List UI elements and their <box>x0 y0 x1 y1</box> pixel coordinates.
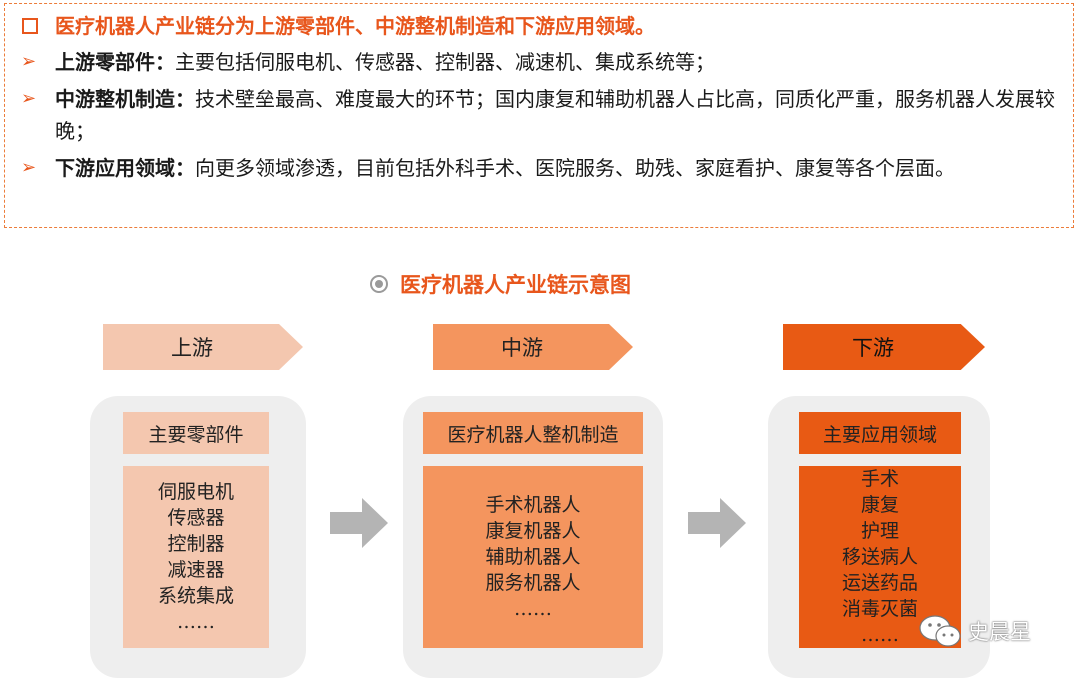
watermark-text: 史晨星 <box>968 620 1031 644</box>
diagram-title-text: 医疗机器人产业链示意图 <box>400 272 631 297</box>
summary-box: 医疗机器人产业链分为上游零部件、中游整机制造和下游应用领域。 ➢ 上游零部件：主… <box>4 3 1074 228</box>
bullet-text: 向更多领域渗透，目前包括外科手术、医院服务、助残、家庭看护、康复等各个层面。 <box>195 156 955 180</box>
panel-item: 减速器 <box>167 559 225 581</box>
summary-bullet-downstream: ➢ 下游应用领域：向更多领域渗透，目前包括外科手术、医院服务、助残、家庭看护、康… <box>19 152 1061 184</box>
midstream-panel: 医疗机器人整机制造 手术机器人 康复机器人 辅助机器人 服务机器人 …… <box>403 396 663 678</box>
bullet-text: 主要包括伺服电机、传感器、控制器、减速机、集成系统等； <box>175 50 715 74</box>
downstream-panel: 主要应用领域 手术 康复 护理 移送病人 运送药品 消毒灭菌 …… <box>768 396 990 678</box>
panel-body: 手术机器人 康复机器人 辅助机器人 服务机器人 …… <box>423 466 643 648</box>
panel-header: 主要应用领域 <box>799 412 961 454</box>
upstream-panel: 主要零部件 伺服电机 传感器 控制器 减速器 系统集成 …… <box>90 396 306 678</box>
panel-item: …… <box>861 624 899 646</box>
stage-downstream-chevron: 下游 <box>783 324 985 370</box>
summary-bullet-midstream: ➢ 中游整机制造：技术壁垒最高、难度最大的环节；国内康复和辅助机器人占比高，同质… <box>19 83 1061 147</box>
summary-title: 医疗机器人产业链分为上游零部件、中游整机制造和下游应用领域。 <box>55 14 655 38</box>
panel-item: 手术 <box>860 468 899 490</box>
arrow-bullet-icon: ➢ <box>21 51 37 72</box>
panel-item: 消毒灭菌 <box>841 598 918 620</box>
panel-item: 移送病人 <box>841 546 918 568</box>
panel-body: 手术 康复 护理 移送病人 运送药品 消毒灭菌 …… <box>799 466 961 648</box>
panel-item: 辅助机器人 <box>485 546 581 568</box>
watermark: 史晨星 <box>918 614 1031 648</box>
bullet-text: 技术壁垒最高、难度最大的环节；国内康复和辅助机器人占比高，同质化严重，服务机器人… <box>55 87 1055 143</box>
bullet-key: 中游整机制造： <box>55 87 195 111</box>
stage-midstream-chevron: 中游 <box>433 324 633 370</box>
stage-label: 下游 <box>852 336 894 360</box>
square-bullet-icon <box>22 18 38 34</box>
panel-header: 主要零部件 <box>123 412 269 454</box>
panel-item: 传感器 <box>167 507 225 529</box>
panel-item: 康复 <box>860 494 899 516</box>
panel-item: 伺服电机 <box>157 481 234 503</box>
wechat-icon <box>919 615 961 647</box>
bullet-key: 上游零部件： <box>55 50 175 74</box>
diagram-title: 医疗机器人产业链示意图 <box>370 268 631 300</box>
panel-item: 运送药品 <box>841 572 918 594</box>
panel-item: 服务机器人 <box>485 572 581 594</box>
panel-item: 手术机器人 <box>485 494 581 516</box>
panel-item: …… <box>177 611 215 633</box>
stage-upstream-chevron: 上游 <box>103 324 303 370</box>
panel-header: 医疗机器人整机制造 <box>423 412 643 454</box>
flow-arrow-icon <box>688 498 746 548</box>
panel-item: 系统集成 <box>157 585 234 607</box>
panel-item: …… <box>514 598 552 620</box>
arrow-bullet-icon: ➢ <box>21 88 37 109</box>
panel-item: 控制器 <box>167 533 225 555</box>
flow-arrow-icon <box>330 498 388 548</box>
panel-item: 护理 <box>860 520 899 542</box>
summary-bullet-upstream: ➢ 上游零部件：主要包括伺服电机、传感器、控制器、减速机、集成系统等； <box>19 46 1061 78</box>
stage-label: 上游 <box>171 336 213 360</box>
panel-body: 伺服电机 传感器 控制器 减速器 系统集成 …… <box>123 466 269 648</box>
panel-item: 康复机器人 <box>485 520 581 542</box>
stage-label: 中游 <box>501 336 543 360</box>
summary-title-row: 医疗机器人产业链分为上游零部件、中游整机制造和下游应用领域。 <box>19 10 1061 42</box>
arrow-bullet-icon: ➢ <box>21 157 37 178</box>
bullet-key: 下游应用领域： <box>55 156 195 180</box>
target-icon <box>370 275 388 293</box>
